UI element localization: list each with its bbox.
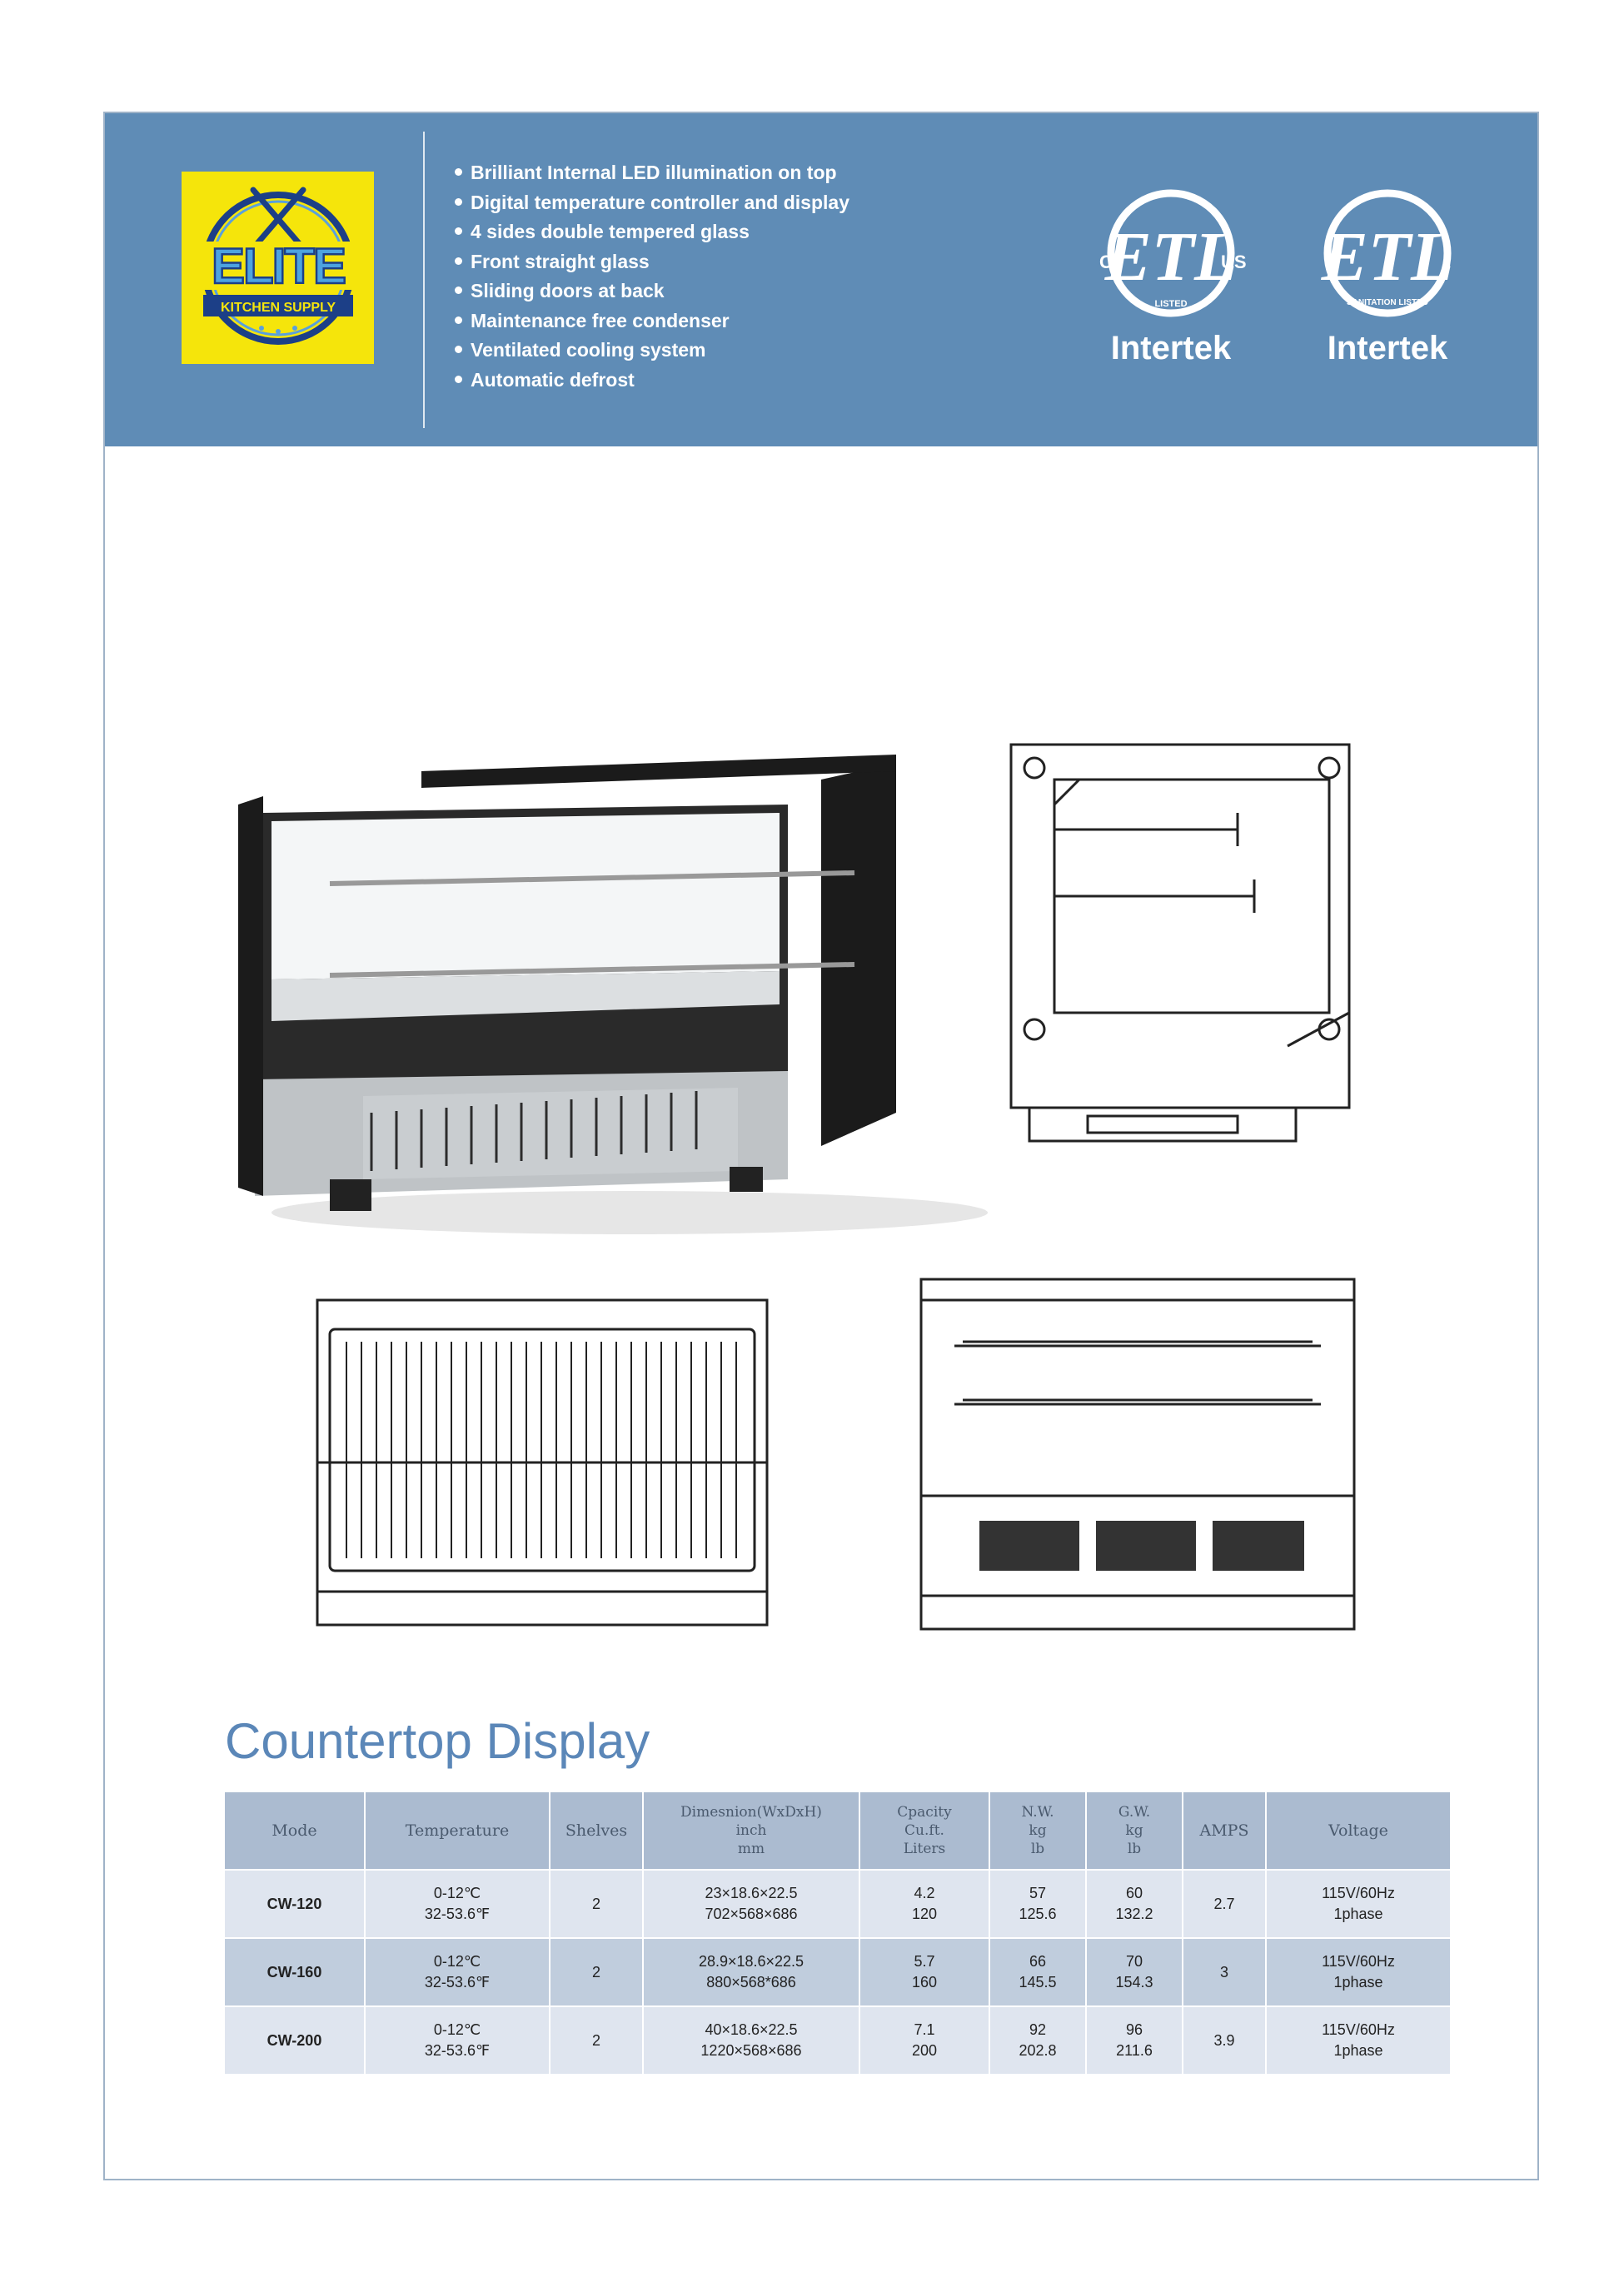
header-net-weight: N.W. kg lb: [989, 1792, 1087, 1870]
header-gross-weight: G.W. kg lb: [1086, 1792, 1183, 1870]
cert-company: Intertek: [1111, 330, 1232, 366]
header-model: Mode: [225, 1792, 366, 1870]
section-title: Countertop Display: [225, 1713, 650, 1769]
spec-sheet: ELITE KITCHEN SUPPLY Brilliant Internal …: [103, 112, 1539, 2180]
cert-ring-label: LISTED: [1154, 299, 1187, 309]
cell-shelves: 2: [550, 1937, 644, 2006]
front-view-drawing: [316, 1298, 769, 1627]
header-shelves: Shelves: [550, 1792, 644, 1870]
header-banner: ELITE KITCHEN SUPPLY Brilliant Internal …: [105, 113, 1537, 446]
cell-model: CW-200: [225, 2006, 366, 2074]
header-dimension: Dimesnion(WxDxH) inch mm: [643, 1792, 860, 1870]
etl-mark-icon: ETL: [1104, 218, 1238, 296]
bullet-icon: [455, 346, 462, 354]
brand-logo: ELITE KITCHEN SUPPLY: [182, 172, 374, 364]
logo-subtext: KITCHEN SUPPLY: [221, 301, 336, 315]
header-temperature: Temperature: [365, 1792, 550, 1870]
cert-ring-label: SANITATION LISTED: [1347, 298, 1428, 307]
logo-graphic: ELITE KITCHEN SUPPLY: [187, 187, 369, 345]
header-amps: AMPS: [1183, 1792, 1267, 1870]
spec-table: Mode Temperature Shelves Dimesnion(WxDxH…: [225, 1792, 1452, 2074]
cert-company: Intertek: [1328, 330, 1448, 366]
cell-model: CW-120: [225, 1869, 366, 1938]
cert-left-label: C: [1099, 252, 1113, 272]
bullet-icon: [455, 316, 462, 324]
bullet-icon: [455, 227, 462, 236]
feature-item: Digital temperature controller and displ…: [455, 188, 849, 218]
cell-amps: 3.9: [1183, 2006, 1267, 2074]
vent-grilles: [979, 1521, 1304, 1571]
bullet-icon: [455, 286, 462, 295]
cell-amps: 3: [1183, 1937, 1267, 2006]
bullet-icon: [455, 375, 462, 383]
etl-mark-icon: ETL: [1321, 218, 1454, 296]
grille-lines: [346, 1342, 737, 1558]
etl-listed-badge: ETL C US LISTED Intertek: [1088, 188, 1254, 371]
bullet-icon: [455, 257, 462, 265]
feature-item: Maintenance free condenser: [455, 306, 849, 336]
side-view-drawing: [1009, 743, 1351, 1143]
feature-item: 4 sides double tempered glass: [455, 217, 849, 247]
feature-item: Brilliant Internal LED illumination on t…: [455, 158, 849, 188]
feature-item: Automatic defrost: [455, 366, 849, 396]
cell-shelves: 2: [550, 2006, 644, 2074]
cell-shelves: 2: [550, 1869, 644, 1938]
cell-amps: 2.7: [1183, 1869, 1267, 1938]
header-divider: [423, 132, 425, 428]
cell-model: CW-160: [225, 1937, 366, 2006]
bullet-icon: [455, 197, 462, 206]
header-voltage: Voltage: [1266, 1792, 1452, 1870]
logo-wordmark: ELITE: [212, 238, 345, 294]
feature-item: Front straight glass: [455, 247, 849, 277]
header-capacity: Cpacity Cu.ft. Liters: [859, 1792, 990, 1870]
bullet-icon: [455, 168, 462, 177]
product-photo-perspective: [238, 755, 988, 1234]
cert-right-label: US: [1221, 252, 1247, 272]
rear-view-drawing: [919, 1278, 1356, 1631]
feature-list: Brilliant Internal LED illumination on t…: [455, 158, 849, 395]
table-header-row: Mode Temperature Shelves Dimesnion(WxDxH…: [225, 1792, 1452, 1870]
feature-item: Ventilated cooling system: [455, 336, 849, 366]
etl-sanitation-badge: ETL SANITATION LISTED Intertek: [1304, 188, 1471, 371]
feature-item: Sliding doors at back: [455, 277, 849, 306]
